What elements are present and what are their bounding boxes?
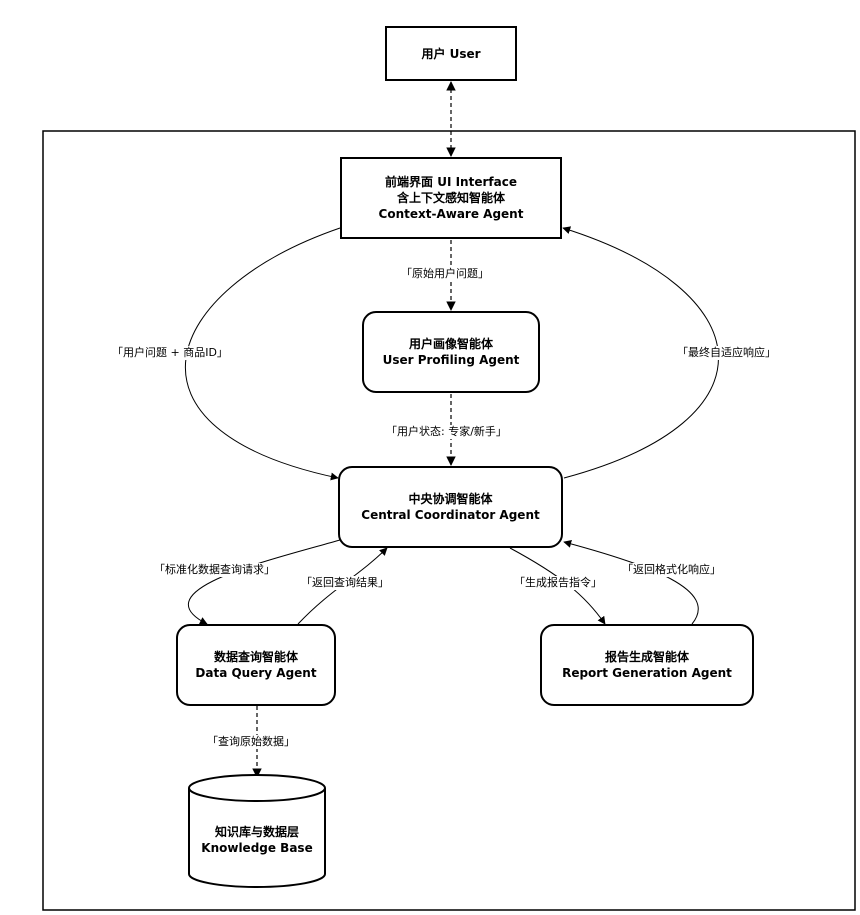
- user-node: 用户 User: [385, 26, 517, 81]
- label-return-query: 「返回查询结果」: [300, 576, 390, 590]
- frontend-subtitle-en: Context-Aware Agent: [379, 206, 524, 222]
- label-gen-report: 「生成报告指令」: [513, 576, 603, 590]
- coordinator-node: 中央协调智能体 Central Coordinator Agent: [338, 466, 563, 548]
- kb-title-cn: 知识库与数据层: [215, 824, 299, 840]
- coordinator-title-en: Central Coordinator Agent: [361, 507, 539, 523]
- frontend-subtitle-cn: 含上下文感知智能体: [397, 190, 505, 206]
- report-node: 报告生成智能体 Report Generation Agent: [540, 624, 754, 706]
- profiling-title-en: User Profiling Agent: [383, 352, 520, 368]
- report-title-cn: 报告生成智能体: [605, 649, 689, 665]
- label-return-format: 「返回格式化响应」: [621, 563, 722, 577]
- profiling-title-cn: 用户画像智能体: [409, 336, 493, 352]
- kb-label: 知识库与数据层 Knowledge Base: [189, 815, 325, 865]
- label-std-query: 「标准化数据查询请求」: [153, 563, 276, 577]
- frontend-title: 前端界面 UI Interface: [385, 174, 517, 190]
- frontend-node: 前端界面 UI Interface 含上下文感知智能体 Context-Awar…: [340, 157, 562, 239]
- dataquery-title-en: Data Query Agent: [195, 665, 316, 681]
- user-node-label: 用户 User: [421, 46, 480, 62]
- profiling-node: 用户画像智能体 User Profiling Agent: [362, 311, 540, 393]
- dataquery-node: 数据查询智能体 Data Query Agent: [176, 624, 336, 706]
- label-final-response: 「最终自适应响应」: [676, 346, 777, 360]
- label-query-raw: 「查询原始数据」: [206, 735, 296, 749]
- dataquery-title-cn: 数据查询智能体: [214, 649, 298, 665]
- label-user-state: 「用户状态: 专家/新手」: [385, 425, 508, 439]
- label-raw-question: 「原始用户问题」: [400, 267, 490, 281]
- coordinator-title-cn: 中央协调智能体: [408, 491, 492, 507]
- report-title-en: Report Generation Agent: [562, 665, 732, 681]
- label-question-product: 「用户问题 + 商品ID」: [111, 346, 229, 360]
- kb-title-en: Knowledge Base: [201, 840, 312, 856]
